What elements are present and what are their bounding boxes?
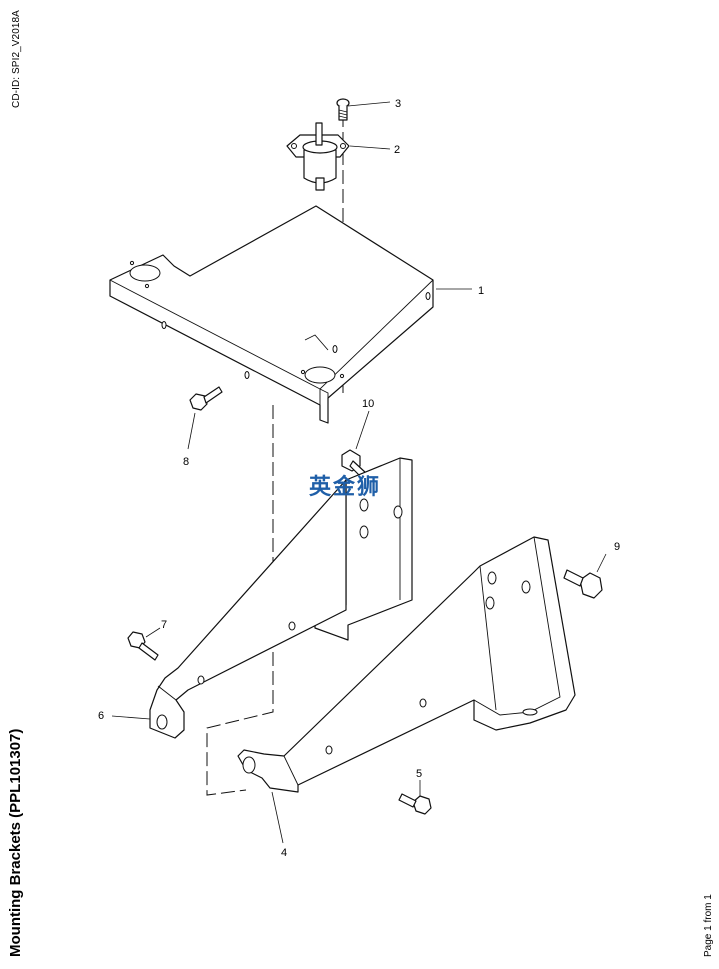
part-9-bolt <box>563 569 603 599</box>
part-3-screw <box>336 98 350 121</box>
part-5-bolt <box>398 793 432 815</box>
part-6-support-bracket <box>149 457 413 739</box>
part-2-rubber-mount <box>286 122 350 191</box>
callout-7: 7 <box>161 619 167 631</box>
callout-5: 5 <box>416 768 422 780</box>
leader-lines <box>111 101 607 844</box>
callout-3: 3 <box>395 98 401 110</box>
part-1-top-plate <box>109 205 434 424</box>
callout-numbers: 3 2 1 8 10 9 7 6 5 4 <box>98 98 620 859</box>
callout-6: 6 <box>98 710 104 722</box>
callout-10: 10 <box>362 398 374 410</box>
part-7-bolt <box>127 631 159 661</box>
callout-2: 2 <box>394 144 400 156</box>
callout-1: 1 <box>478 285 484 297</box>
watermark-text: 英金狮 <box>309 474 381 500</box>
part-8-bolt <box>189 386 223 411</box>
callout-8: 8 <box>183 456 189 468</box>
part-4-frame-bracket <box>237 536 576 793</box>
callout-4: 4 <box>281 847 287 859</box>
callout-9: 9 <box>614 541 620 553</box>
